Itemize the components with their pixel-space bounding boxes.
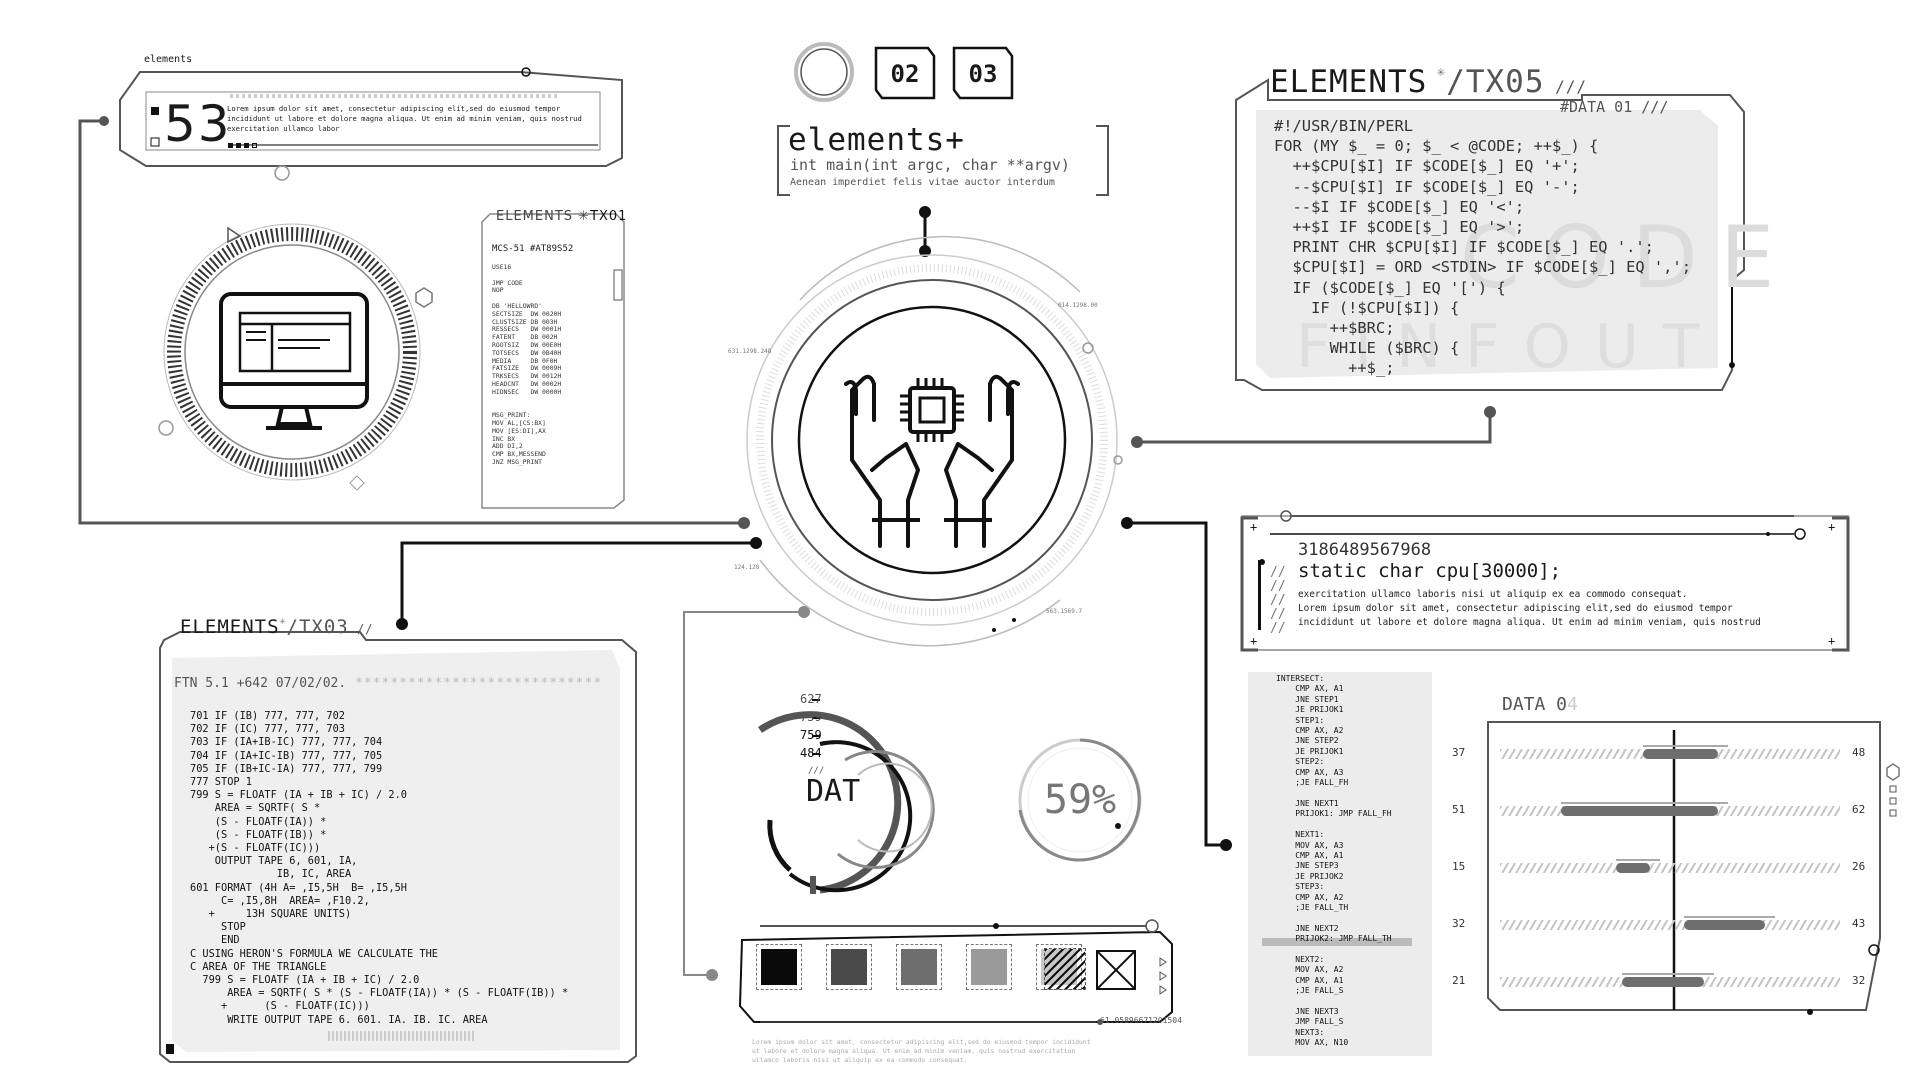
swatch-hatched <box>1044 948 1086 990</box>
swatch-lorem: Lorem ipsum dolor sit amet, consectetur … <box>752 1038 1091 1065</box>
cpu-number: 3186489567968 <box>1298 540 1432 560</box>
badge-02: 02 <box>890 60 920 88</box>
swatch-lorem-3: ullamco laboris nisi ut aliquip ex ea co… <box>752 1056 968 1064</box>
title-code: int main(int argc, char **argv) <box>790 156 1070 174</box>
swatch-lorem-2: ut labore et dolore magna aliqua. Ut eni… <box>752 1047 1076 1055</box>
cpu-slash-marks: ////////// <box>1270 565 1286 636</box>
asm-listing: INTERSECT: CMP AX, A1 JNE STEP1 JE PRIJO… <box>1276 674 1392 1048</box>
cpu-text: exercitation ullamco laboris nisi ut ali… <box>1298 588 1761 630</box>
cpu-plus-bl: + <box>1250 634 1258 648</box>
swatch-fill-1 <box>761 949 797 985</box>
data04-right-label: 62 <box>1852 803 1866 816</box>
data04-bar-cap <box>1642 745 1728 747</box>
data04-right-label: 43 <box>1852 917 1866 930</box>
data04-bar <box>1615 863 1650 873</box>
tx01-header: MCS-51 #AT89S52 <box>492 244 574 254</box>
data04-bar <box>1642 749 1718 759</box>
data04-bar-cap <box>1561 802 1728 804</box>
data04-left-label: 32 <box>1452 917 1466 930</box>
tx05-title: ELEMENTS ✳/TX05 /// <box>1270 64 1588 100</box>
hub-tick-bottom-left: 124.128 <box>734 564 760 571</box>
dat-values: 627 759 759 484 <box>800 690 822 762</box>
tx03-code: 701 IF (IB) 777, 777, 702 702 IF (IC) 77… <box>190 710 569 1026</box>
swatch-fill-4 <box>971 949 1007 985</box>
data04-left-label: 15 <box>1452 860 1466 873</box>
page-title: elements+ <box>788 122 965 158</box>
cpu-plus-tl: + <box>1250 520 1258 534</box>
title-subtitle: Aenean imperdiet felis vitae auctor inte… <box>790 177 1055 188</box>
swatch-fill-2 <box>831 949 867 985</box>
tx05-watermark-finfout: FINFOUT <box>1296 312 1724 382</box>
dat-value-2: 759 <box>800 710 822 724</box>
swatch-row <box>756 944 1082 990</box>
data04-title: DATA 04 <box>1502 694 1578 715</box>
data04-track <box>1500 920 1840 930</box>
swatch-lorem-1: Lorem ipsum dolor sit amet, consectetur … <box>752 1038 1091 1046</box>
dat-label: DAT <box>806 774 861 809</box>
tx05-tag: #DATA 01 /// <box>1560 98 1669 116</box>
tx03-title: ELEMENTS✳/TX03 // <box>180 616 374 638</box>
swatch-fill-3 <box>901 949 937 985</box>
swatch-3 <box>896 944 942 990</box>
data04-right-label: 48 <box>1852 746 1866 759</box>
data04-bar <box>1622 977 1704 987</box>
dat-value-3: 759 <box>800 728 822 742</box>
swatch-footer-value: 61.05896671201504 <box>1100 1016 1182 1025</box>
tx05-watermark-code: CODE <box>1460 208 1797 308</box>
panel-53-dots <box>228 143 257 148</box>
percent-label: 59% <box>1043 777 1117 823</box>
tx01-code: USE16 JMP CODE NOP DB 'HELLOWRD' SECTSIZ… <box>492 263 562 466</box>
cpu-plus-br: + <box>1828 634 1836 648</box>
panel-53-header: elements <box>144 54 193 65</box>
cpu-plus-tr: + <box>1828 520 1836 534</box>
badge-03: 03 <box>968 60 998 88</box>
tx05-code: #!/USR/BIN/PERL FOR (MY $_ = 0; $_ < @CO… <box>1274 117 1691 378</box>
dat-slash: /// <box>808 766 825 776</box>
cpu-text-line-3: incididunt ut labore et dolore magna ali… <box>1298 617 1761 628</box>
data04-right-label: 26 <box>1852 860 1866 873</box>
data04-bar-cap <box>1615 859 1660 861</box>
swatch-empty <box>1096 950 1136 990</box>
data04-track <box>1500 863 1840 873</box>
tx03-header: FTN 5.1 +642 07/02/02. *****************… <box>174 676 603 691</box>
data04-left-label: 21 <box>1452 974 1466 987</box>
data04-left-label: 37 <box>1452 746 1466 759</box>
hub-tick-bottom-right: 563.1569.7 <box>1046 608 1083 615</box>
dat-value-1: 627 <box>800 692 822 706</box>
data04-bar <box>1683 920 1766 930</box>
swatch-1 <box>756 944 802 990</box>
data04-bar <box>1561 806 1718 816</box>
panel-53-number: 53 <box>164 95 232 153</box>
data04-left-label: 51 <box>1452 803 1466 816</box>
hub-tick-top: 014.1298.00 <box>1058 302 1098 309</box>
data04-bar-cap <box>1683 916 1776 918</box>
cpu-code: static char cpu[30000]; <box>1298 560 1562 582</box>
data04-right-label: 32 <box>1852 974 1866 987</box>
hub-tick-left: 631.1298.248 <box>728 348 772 355</box>
dat-value-4: 484 <box>800 746 822 760</box>
swatch-4 <box>966 944 1012 990</box>
tx01-title: ELEMENTS ✳TX01 <box>496 209 628 224</box>
swatch-2 <box>826 944 872 990</box>
cpu-text-line-2: Lorem ipsum dolor sit amet, consectetur … <box>1298 603 1733 614</box>
panel-53-text: Lorem ipsum dolor sit amet, consectetur … <box>227 104 582 133</box>
data04-bar-cap <box>1622 973 1714 975</box>
cpu-text-line-1: exercitation ullamco laboris nisi ut ali… <box>1298 589 1688 600</box>
